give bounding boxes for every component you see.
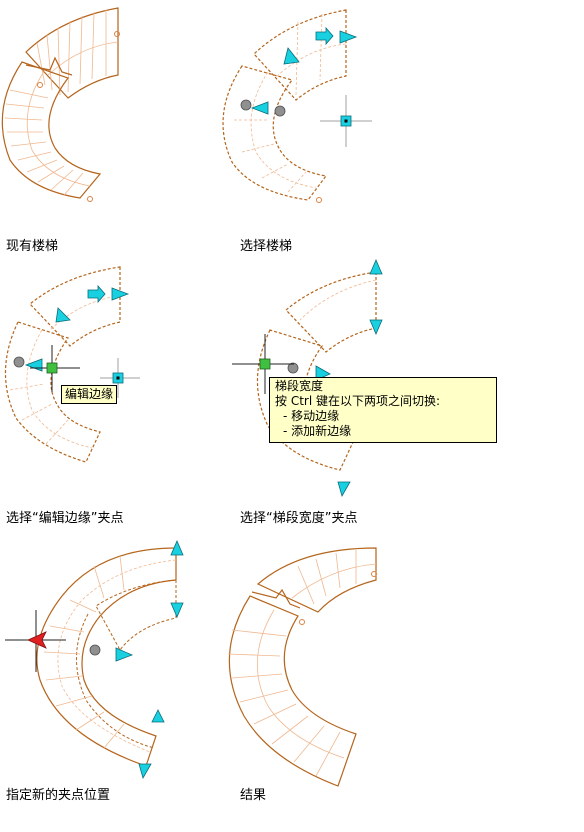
grip-triangle-right[interactable]	[111, 287, 130, 301]
caption-select-stair: 选择楼梯	[240, 239, 293, 254]
lower-flight	[1, 61, 102, 199]
caption-edit-edge-grip: 选择“编辑边缘”夹点	[6, 511, 124, 526]
panel-new-grip-location	[5, 539, 184, 780]
caption-existing-stair: 现有楼梯	[6, 239, 59, 254]
tooltip-run-width: 梯段宽度 按 Ctrl 键在以下两项之间切换: - 移动边缘 - 添加新边缘	[269, 377, 497, 443]
tooltip-option-add-edge: - 添加新边缘	[283, 424, 352, 438]
panel-run-width-grip	[232, 258, 383, 498]
grip-triangle-up[interactable]	[151, 709, 165, 723]
upper-flight	[25, 7, 119, 99]
grip-triangle-left[interactable]	[250, 101, 269, 115]
panel-edit-edge-grip	[4, 266, 140, 463]
grip-triangle-down[interactable]	[170, 602, 184, 619]
grip-triangle-diag[interactable]	[283, 47, 300, 65]
grip-circle[interactable]	[274, 105, 286, 117]
grip-triangle-down[interactable]	[369, 319, 383, 336]
caption-new-grip-location: 指定新的夹点位置	[6, 788, 111, 803]
caption-run-width-grip: 选择“梯段宽度”夹点	[240, 511, 358, 526]
grip-triangle-left[interactable]	[24, 358, 43, 372]
grip-circle[interactable]	[287, 362, 299, 374]
grip-square-active[interactable]	[46, 362, 58, 374]
grip-triangle-up[interactable]	[170, 539, 184, 556]
grip-triangle-diag[interactable]	[55, 307, 71, 323]
tooltip-title: 梯段宽度	[275, 379, 324, 393]
grip-circle[interactable]	[89, 644, 101, 656]
active-grip-arrow[interactable]	[27, 631, 47, 649]
tooltip-edit-edge: 编辑边缘	[61, 385, 118, 404]
panel-select-stair	[222, 9, 372, 203]
tooltip-instruction: 按 Ctrl 键在以下两项之间切换:	[275, 394, 441, 408]
grip-triangle-down[interactable]	[138, 763, 152, 780]
caption-result: 结果	[240, 788, 267, 803]
grip-triangle-down[interactable]	[337, 481, 351, 498]
grip-arrow-right[interactable]	[315, 26, 334, 46]
panel-existing-stair	[1, 7, 120, 202]
grip-square-active[interactable]	[259, 358, 271, 370]
grip-triangle-right[interactable]	[115, 647, 134, 662]
grip-circle[interactable]	[13, 356, 25, 368]
grip-triangle-right[interactable]	[339, 30, 358, 44]
tooltip-edit-edge-label: 编辑边缘	[65, 387, 114, 401]
grip-circle[interactable]	[240, 99, 252, 111]
panel-result	[227, 547, 377, 787]
grip-arrow-right[interactable]	[87, 284, 106, 304]
grip-triangle-up[interactable]	[369, 258, 383, 275]
tooltip-option-move-edge: - 移动边缘	[283, 409, 340, 423]
